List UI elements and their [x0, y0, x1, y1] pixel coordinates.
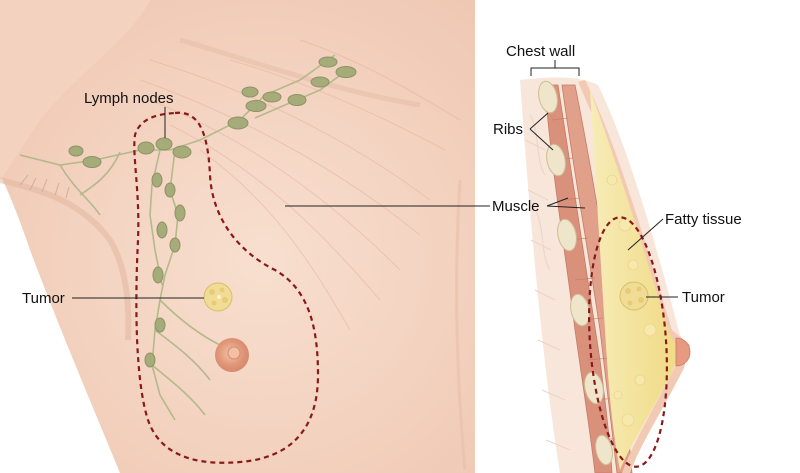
- label-ribs: Ribs: [493, 121, 523, 138]
- label-tumor-side: Tumor: [682, 289, 725, 306]
- sternum-line: [455, 179, 467, 471]
- chest-wall-bracket: [530, 60, 580, 76]
- lymph-node: [310, 76, 330, 88]
- label-lymph-nodes: Lymph nodes: [84, 90, 174, 107]
- armpit-hair: [19, 174, 70, 199]
- muscle-leader-2: [546, 205, 586, 209]
- lymph-node: [335, 66, 357, 78]
- label-fatty-tissue: Fatty tissue: [665, 211, 742, 228]
- ribs-leader-1: [529, 112, 549, 130]
- lymph-node: [68, 145, 84, 157]
- lymph-nodes: [68, 56, 357, 368]
- lymph-node: [154, 317, 166, 333]
- clavicle-shadow: [179, 37, 421, 108]
- rib: [584, 371, 604, 405]
- labels: Lymph nodes Tumor Chest wall Ribs Muscle…: [22, 43, 742, 307]
- side-view: [520, 60, 691, 473]
- torso-skin: [0, 0, 475, 473]
- label-tumor-front: Tumor: [22, 290, 65, 307]
- lymph-node: [318, 56, 338, 68]
- lymph-node: [169, 237, 181, 253]
- connective-tissue: [524, 114, 571, 451]
- lymph-vessels: [19, 54, 351, 421]
- rib: [595, 434, 613, 466]
- lymph-node: [172, 145, 192, 159]
- lymph-node: [174, 204, 186, 222]
- breast-region-outline-side: [588, 216, 668, 468]
- ribs-leader-2: [529, 128, 554, 151]
- tumor-side: [619, 281, 649, 311]
- lymph-node: [151, 172, 163, 188]
- lymph-node: [137, 141, 155, 155]
- rib: [570, 293, 590, 327]
- nipple-profile: [675, 337, 691, 367]
- breast-region-outline-front: [133, 111, 320, 464]
- ribs: [538, 80, 613, 466]
- rib: [538, 80, 558, 114]
- arm-skin: [0, 0, 150, 180]
- lymph-node: [245, 100, 267, 112]
- lymph-node: [262, 91, 282, 103]
- lymph-node: [152, 266, 164, 284]
- lymph-node: [144, 352, 156, 368]
- rib: [546, 143, 566, 177]
- lymph-node: [82, 156, 102, 168]
- fat-lobules: [606, 174, 657, 427]
- muscle-leader-1: [546, 197, 569, 207]
- rib: [557, 218, 577, 252]
- lymph-node: [155, 137, 173, 151]
- lymph-node: [164, 182, 176, 198]
- armpit-shadow: [0, 177, 132, 341]
- lymph-node: [227, 116, 249, 130]
- tumor-front: [203, 282, 233, 312]
- lymph-node: [241, 86, 259, 98]
- nipple: [227, 346, 241, 360]
- pectoral-fibers: [139, 39, 461, 331]
- lymph-node: [287, 94, 307, 106]
- label-muscle: Muscle: [492, 198, 540, 215]
- front-view: [0, 0, 490, 473]
- lymph-node: [156, 221, 168, 239]
- label-chest-wall: Chest wall: [506, 43, 575, 60]
- fatty-tissue-leader: [627, 218, 664, 251]
